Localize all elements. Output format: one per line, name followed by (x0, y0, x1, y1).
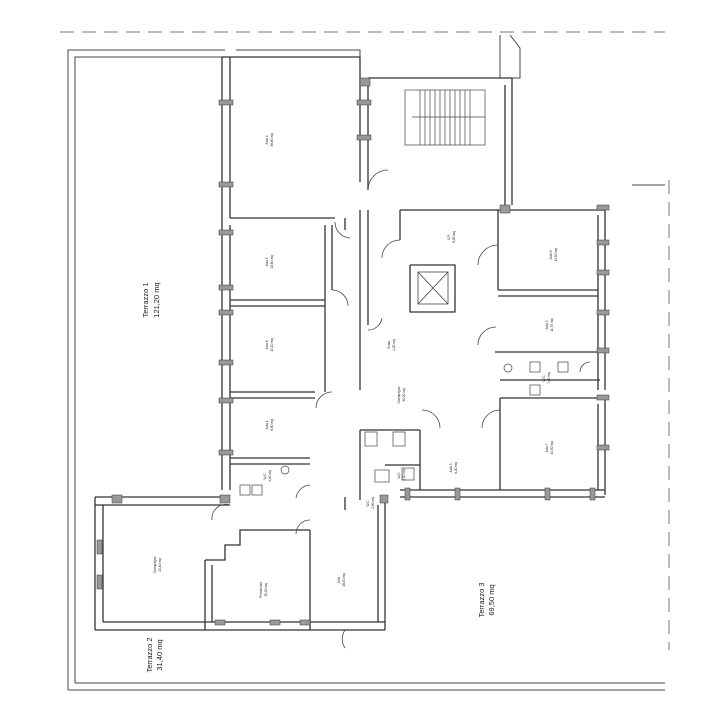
room-wc-a-name: W.C. (263, 472, 267, 479)
room-disimpegno-2-area: 30,00 mq (402, 388, 406, 402)
room-atrio-area: 18,40 mq (342, 573, 346, 587)
room-aula-h-name: Aula 7 (545, 443, 549, 452)
room-labels: Aula 4 38,80 mq Aula 5 13,60 mq Aula 6 1… (153, 133, 558, 598)
room-aula-c-name: Aula 6 (265, 340, 269, 349)
terrace-2-area: 31,40 mq (155, 639, 164, 670)
room-aula-a-name: Aula 4 (265, 135, 269, 144)
staircase (404, 89, 486, 146)
terrace-3-area: 69,50 mq (487, 584, 496, 615)
room-aula-e-name: Aula 8 (549, 250, 553, 259)
doors (211, 169, 591, 649)
room-aula-b-name: Aula 5 (265, 257, 269, 266)
room-wc-d-name: W.C. (397, 471, 401, 478)
terrace-3-name: Terrazzo 3 (477, 582, 486, 617)
room-aula-d-area: 8,80 mq (270, 419, 274, 431)
room-scala-name: Scala (387, 341, 391, 349)
room-presidenza-area: 15,20 mq (264, 583, 268, 597)
sanitary-fixtures (239, 361, 569, 496)
room-presidenza-name: Presidenza (259, 582, 263, 598)
room-wc-a-area: 4,90 mq (268, 470, 272, 482)
terrace-2-name: Terrazzo 2 (145, 637, 154, 672)
room-aula-b-area: 13,60 mq (270, 255, 274, 269)
room-wc-c-name: W.C. (542, 374, 546, 381)
room-scala-area: 4,00 mq (392, 339, 396, 351)
room-disimpegno-2-name: Disimpegno (397, 386, 401, 403)
room-aula-h-area: 14,30 mq (550, 441, 554, 455)
room-disimpegno-area: 22,10 mq (158, 558, 162, 572)
room-disimpegno-name: Disimpegno (153, 556, 157, 573)
walls (94, 56, 606, 631)
terrace-perimeter (67, 34, 665, 691)
room-wc-b-area: 2,50 mq (371, 497, 375, 509)
windows (96, 77, 610, 626)
property-boundary (60, 31, 670, 650)
room-aula-d-name: Aula 1 (265, 420, 269, 429)
room-aula-g-name: Aula 3 (449, 463, 453, 472)
room-aula-g-area: 6,20 mq (454, 462, 458, 474)
room-atrio-name: Atrio (337, 577, 341, 584)
room-wc-c-area: 7,00 mq (547, 372, 551, 384)
room-aula-e-area: 13,50 mq (554, 248, 558, 262)
room-aula-c-area: 15,10 mq (270, 338, 274, 352)
terrace-labels: Terrazzo 1 121,20 mq Terrazzo 2 31,40 mq… (141, 282, 496, 672)
terrace-1-area: 121,20 mq (152, 282, 161, 317)
terrace-1-name: Terrazzo 1 (141, 282, 150, 317)
room-sp-name: S.P. (447, 234, 451, 240)
room-aula-a-area: 38,80 mq (270, 133, 274, 147)
room-wc-b-name: W.C. (366, 499, 370, 506)
room-aula-f-area: 11,70 mq (550, 318, 554, 331)
elevator (417, 271, 449, 305)
room-sp-area: 8,00 mq (452, 231, 456, 243)
room-aula-f-name: Aula 9 (545, 320, 549, 329)
room-wc-d-area: 2,50 mq (402, 469, 406, 481)
